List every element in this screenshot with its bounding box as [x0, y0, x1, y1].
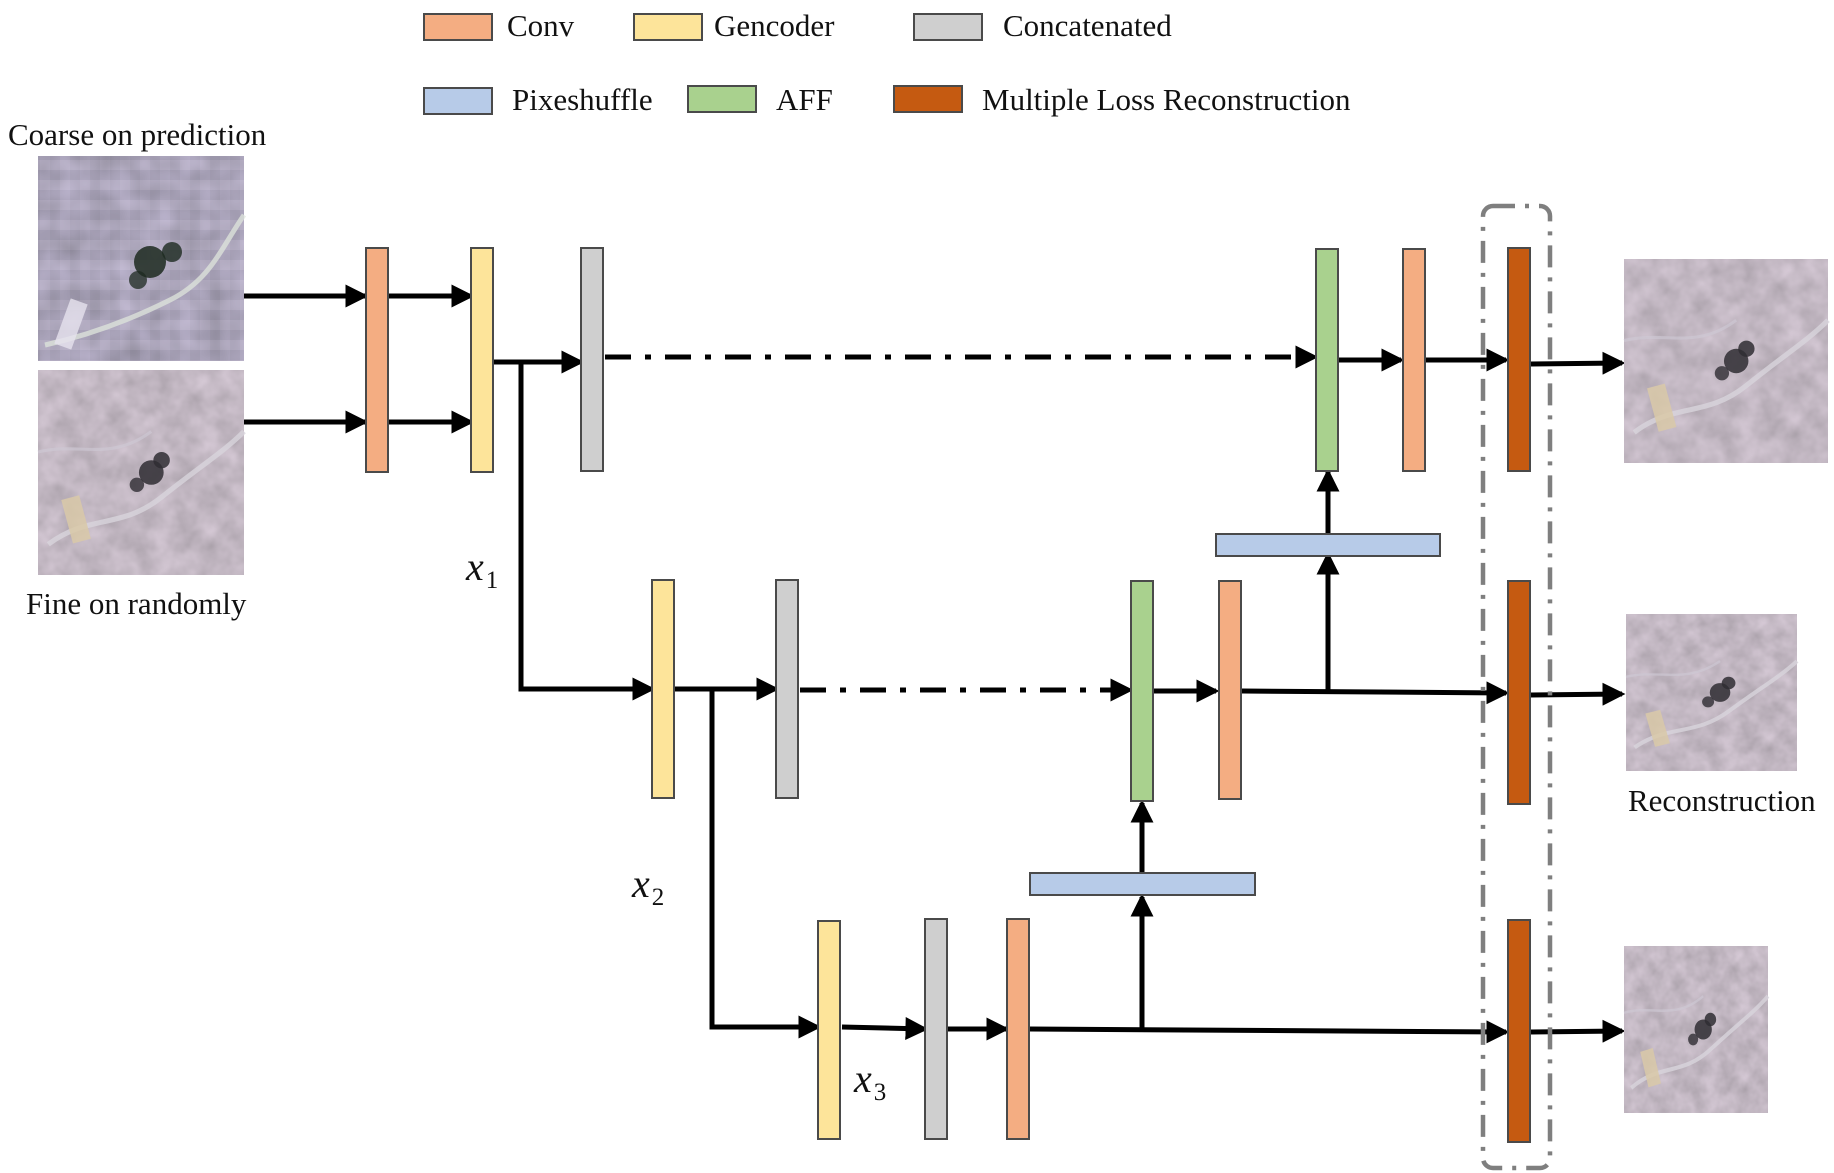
output-image-1: [1624, 259, 1828, 463]
concatenated-block-3: [924, 918, 948, 1140]
legend-label-gencoder: Gencoder: [714, 8, 835, 43]
aff-block-2: [1130, 580, 1154, 802]
pixeshuffle-block-1: [1215, 533, 1441, 557]
legend-label-multiple-loss: Multiple Loss Reconstruction: [982, 82, 1351, 117]
multiple-loss-block-2: [1507, 580, 1531, 805]
fine-input-image: [38, 370, 244, 575]
fine-input-caption: Fine on randomly: [26, 586, 247, 621]
gencoder-block-3: [817, 920, 841, 1140]
legend-swatch-concatenated: [913, 13, 983, 41]
multiple-loss-group-box: [1480, 203, 1553, 1171]
conv-block-3: [1006, 918, 1030, 1140]
gencoder-block-1: [470, 247, 494, 473]
gencoder-block-2: [651, 579, 675, 799]
reconstruction-caption: Reconstruction: [1628, 783, 1816, 818]
legend-label-aff: AFF: [776, 82, 833, 117]
legend-label-pixeshuffle: Pixeshuffle: [512, 82, 653, 117]
legend-swatch-gencoder: [633, 13, 703, 41]
concatenated-block-1: [580, 247, 604, 472]
variable-x3-label: x3: [853, 1056, 886, 1106]
output-image-3: [1624, 946, 1768, 1113]
legend-swatch-conv: [423, 13, 493, 41]
connections: [244, 284, 1626, 1044]
conv-block-input: [365, 247, 389, 473]
coarse-input-image: [38, 156, 247, 361]
legend: Conv Gencoder Concatenated Pixeshuffle A…: [423, 8, 1351, 117]
variable-x1-label: x1: [465, 544, 498, 594]
legend-swatch-aff: [687, 85, 757, 113]
legend-swatch-multiple-loss: [893, 85, 963, 113]
pixeshuffle-block-2: [1029, 872, 1256, 896]
blocks: [365, 247, 1531, 1143]
conv-block-2: [1218, 580, 1242, 800]
legend-swatch-pixeshuffle: [423, 87, 493, 115]
concatenated-block-2: [775, 579, 799, 799]
multiple-loss-block-1: [1507, 247, 1531, 472]
legend-label-concatenated: Concatenated: [1003, 8, 1172, 43]
conv-block-1: [1402, 248, 1426, 472]
output-image-2: [1626, 614, 1797, 771]
legend-label-conv: Conv: [507, 8, 575, 43]
variable-x2-label: x2: [631, 861, 664, 911]
multiple-loss-block-3: [1507, 919, 1531, 1143]
aff-block-1: [1315, 248, 1339, 472]
coarse-input-caption: Coarse on prediction: [8, 117, 267, 152]
